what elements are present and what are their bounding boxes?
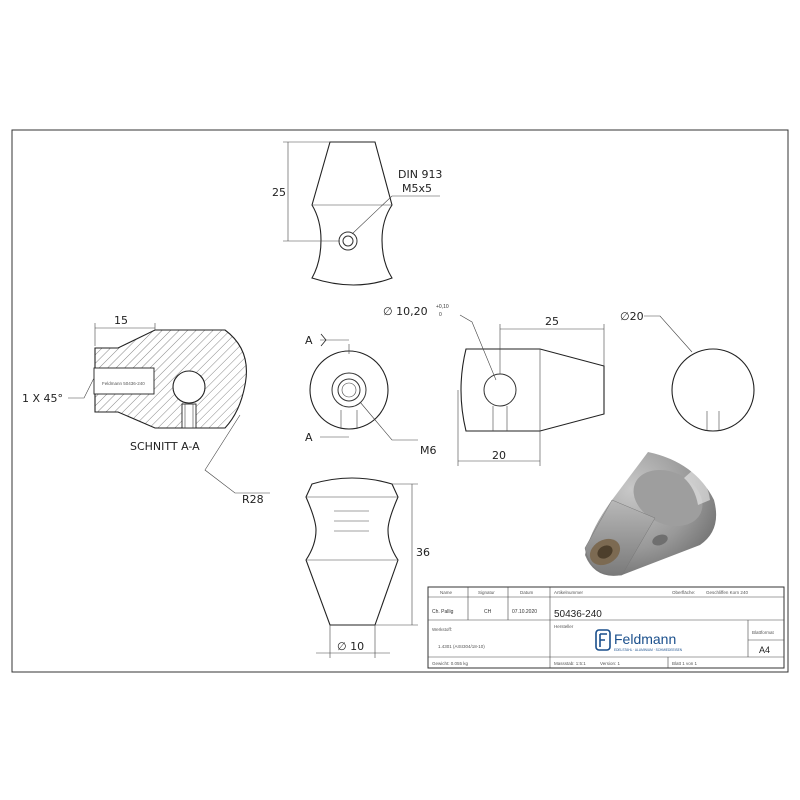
- tb-weight: Gewicht: 0.055 kg: [432, 661, 469, 666]
- tb-drawer-sig: CH: [484, 609, 492, 615]
- tb-format-value: A4: [759, 645, 770, 655]
- right-end-view: ∅20: [620, 310, 755, 432]
- set-screw-hole-inner: [342, 235, 354, 247]
- label-chamfer: 1 X 45°: [22, 392, 63, 405]
- tb-col-signatur: Signatur: [478, 590, 495, 595]
- tb-scale: Massstab: 1:5:1: [554, 661, 586, 666]
- label-end-dia: ∅20: [620, 310, 644, 323]
- tb-col-datum: Datum: [520, 590, 534, 595]
- dim-top-height: 25: [272, 186, 286, 199]
- label-din: DIN 913: [398, 168, 442, 181]
- label-hole-tol-lower: 0: [439, 312, 442, 318]
- dim-section-length: 15: [114, 314, 128, 327]
- sheet-border: [11, 129, 789, 673]
- cross-hole: [172, 370, 206, 404]
- dim-side-length: 25: [545, 315, 559, 328]
- tb-surface-label: Oberfläche:: [672, 590, 695, 595]
- section-view: Feldmann 50436-240 15 1 X 45° SCHNITT A-…: [22, 314, 270, 506]
- label-thread-set: M5x5: [402, 182, 432, 195]
- label-hole-tol-upper: +0,10: [436, 304, 449, 310]
- side-view: 25 ∅ 10,20 +0,10 0 20: [383, 304, 605, 466]
- thread-bore: [93, 367, 155, 395]
- label-hole-dia: ∅ 10,20: [383, 305, 428, 318]
- tb-company-sub: EDELSTAHL · ALUMINIUM · SCHMIEDEEISEN: [614, 648, 683, 652]
- label-section: SCHNITT A-A: [130, 440, 200, 453]
- label-thread-main: M6: [420, 444, 437, 457]
- dim-front-height: 36: [416, 546, 430, 559]
- tb-article-no: 50436-240: [554, 609, 602, 620]
- tb-version: Version: 1: [600, 661, 621, 666]
- tb-werkstoff-label: Werkstoff:: [432, 627, 452, 632]
- tb-drawer-date: 07.10.2020: [512, 609, 537, 615]
- feldmann-logo: Feldmann EDELSTAHL · ALUMINIUM · SCHMIED…: [595, 629, 683, 652]
- tb-col-artikel: Artikelnummer: [554, 590, 584, 595]
- tb-drawer-name: Ch. Pallig: [432, 609, 454, 615]
- tb-company: Feldmann: [614, 631, 676, 647]
- tb-hersteller-label: Hersteller: [554, 624, 574, 629]
- tb-surface-value: Geschliffen Korn 240: [706, 590, 748, 595]
- part-render: [584, 452, 717, 576]
- section-mark-top: A: [305, 334, 313, 347]
- top-view: 25 DIN 913 M5x5: [272, 141, 442, 286]
- label-radius: R28: [242, 493, 264, 506]
- tb-werkstoff-value: 1.4301 (AISI304/18-10): [438, 644, 485, 649]
- front-view: 36 ∅ 10: [305, 477, 430, 658]
- dim-side-width: 20: [492, 449, 506, 462]
- section-mark-bottom: A: [305, 431, 313, 444]
- section-part-text: Feldmann 50436-240: [102, 381, 145, 386]
- title-block: Name Signatur Datum Artikelnummer Oberfl…: [427, 586, 785, 669]
- tb-sheet: Blatt 1 von 1: [672, 661, 698, 666]
- dim-front-bottom-dia: ∅ 10: [337, 640, 364, 653]
- tb-format-label: Blattformat: [752, 630, 775, 635]
- tb-col-name: Name: [440, 590, 453, 595]
- end-view: A A M6: [305, 333, 437, 457]
